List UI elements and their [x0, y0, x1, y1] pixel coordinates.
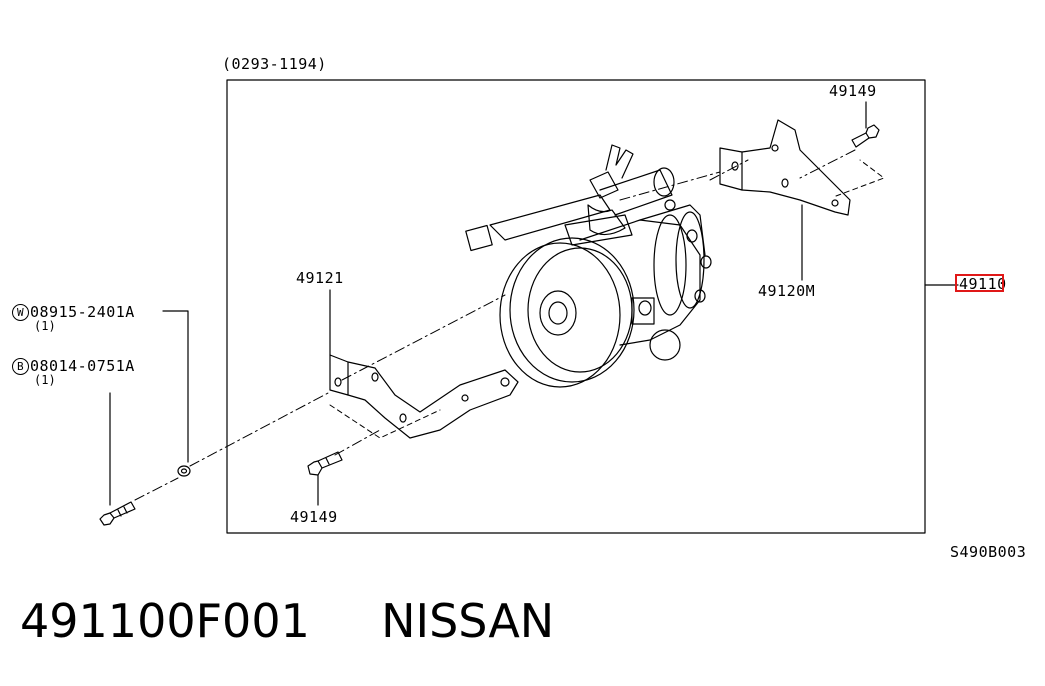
leader-washer [162, 310, 189, 463]
bracket-front-icon [329, 354, 519, 439]
diagram-frame [226, 79, 926, 534]
callout-49149-lower: 49149 [290, 508, 338, 526]
bolt-symbol: B [12, 358, 29, 375]
bolt-top-icon [851, 124, 880, 148]
highlight-box-49110 [955, 274, 1004, 292]
washer-symbol: W [12, 304, 29, 321]
washer-qty: (1) [34, 319, 56, 333]
callout-49149-top: 49149 [829, 82, 877, 100]
callout-49120m: 49120M [758, 282, 816, 300]
callout-49110[interactable]: 49110 [959, 275, 1007, 293]
date-range-label: (0293-1194) [222, 55, 327, 73]
bolt-lower-icon [307, 451, 343, 476]
footer-brand: NISSAN [381, 594, 555, 648]
washer-icon [177, 465, 191, 477]
bolt-left-icon [99, 501, 136, 526]
bracket-rear-icon [719, 119, 851, 216]
power-steering-pump-icon [465, 144, 712, 388]
footer: 491100F001 NISSAN [20, 598, 554, 644]
bolt-part-number: 08014-0751A [30, 357, 135, 375]
callout-49121: 49121 [296, 269, 344, 287]
bolt-qty: (1) [34, 373, 56, 387]
figure-code: S490B003 [950, 543, 1027, 561]
washer-part-number: 08915-2401A [30, 303, 135, 321]
footer-part-number: 491100F001 [20, 594, 310, 648]
